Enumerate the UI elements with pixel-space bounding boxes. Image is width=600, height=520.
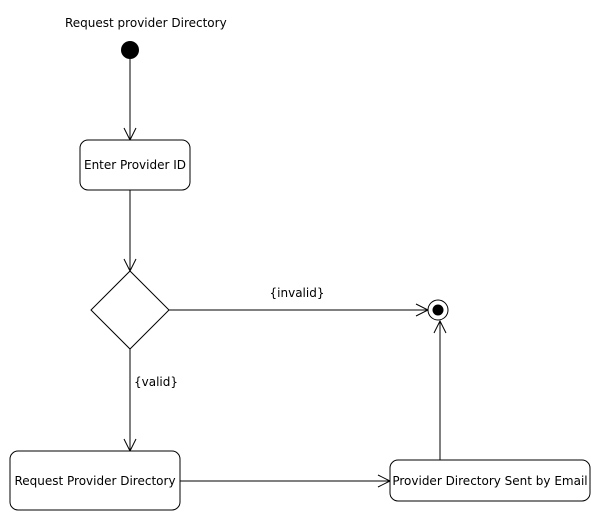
final-node[interactable]: [427, 299, 449, 321]
initial-node[interactable]: [121, 41, 139, 59]
action-enter-provider-id-label: Enter Provider ID: [84, 158, 186, 172]
action-directory-sent-by-email-label: Provider Directory Sent by Email: [392, 474, 587, 488]
guard-invalid-label: {invalid}: [270, 286, 325, 300]
flow-request-to-email: [180, 474, 392, 488]
guard-valid-label: {valid}: [134, 375, 178, 389]
flow-decision-to-final-invalid: [169, 303, 430, 317]
action-enter-provider-id[interactable]: Enter Provider ID: [79, 139, 191, 191]
decision-node[interactable]: [90, 270, 170, 350]
flow-decision-to-request-valid: [123, 349, 137, 453]
action-request-provider-directory[interactable]: Request Provider Directory: [9, 450, 181, 511]
flow-enter-id-to-decision: [123, 190, 137, 273]
flow-initial-to-enter-id: [123, 59, 137, 142]
action-request-provider-directory-label: Request Provider Directory: [14, 474, 175, 488]
diagram-title: Request provider Directory: [65, 16, 227, 30]
action-directory-sent-by-email[interactable]: Provider Directory Sent by Email: [389, 459, 591, 502]
flow-email-to-final: [433, 319, 447, 460]
